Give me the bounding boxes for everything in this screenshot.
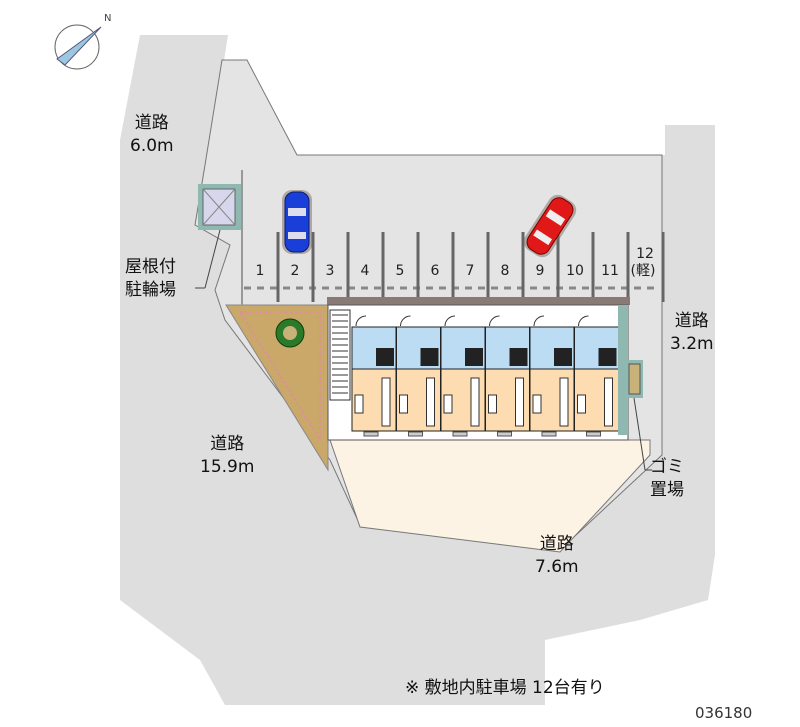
property-code: 036180 xyxy=(695,704,753,722)
parking-space-number: 4 xyxy=(361,263,370,279)
parking-space-number: 11 xyxy=(601,263,619,279)
car-red-icon xyxy=(523,194,577,258)
apartment-unit xyxy=(396,315,441,437)
parking-space-number: 6 xyxy=(431,263,440,279)
parking-space-number: 10 xyxy=(566,263,584,279)
apartment-unit xyxy=(485,315,530,437)
apartment-unit xyxy=(440,315,486,437)
garbage-label: ゴミ置場 xyxy=(650,457,684,500)
parking-space-number: 8 xyxy=(501,263,510,279)
parking-space-number: 3 xyxy=(326,263,335,279)
parking-space-number: 5 xyxy=(396,263,405,279)
car-blue-icon xyxy=(282,190,312,254)
north-compass-icon: N xyxy=(54,13,111,70)
bike-parking-label: 屋根付駐輪場 xyxy=(125,257,176,300)
svg-text:N: N xyxy=(104,13,111,24)
apartment-unit xyxy=(529,315,575,437)
bike-shed xyxy=(195,184,242,289)
parking-space-number: 2 xyxy=(291,263,300,279)
parking-space-number: 1 xyxy=(256,263,265,279)
parking-footnote: ※ 敷地内駐車場 12台有り xyxy=(405,678,605,698)
parking-space-number: 12 xyxy=(636,246,654,262)
stairs xyxy=(329,309,351,401)
apartment-unit xyxy=(574,315,619,437)
parking-space-number: 9 xyxy=(536,263,545,279)
parking-space-number: 7 xyxy=(466,263,475,279)
apartment-unit xyxy=(351,315,397,437)
parking-space-note: (軽) xyxy=(631,263,656,279)
garbage-station xyxy=(627,360,652,471)
tree-icon xyxy=(275,318,305,348)
walkway-band xyxy=(327,297,630,305)
